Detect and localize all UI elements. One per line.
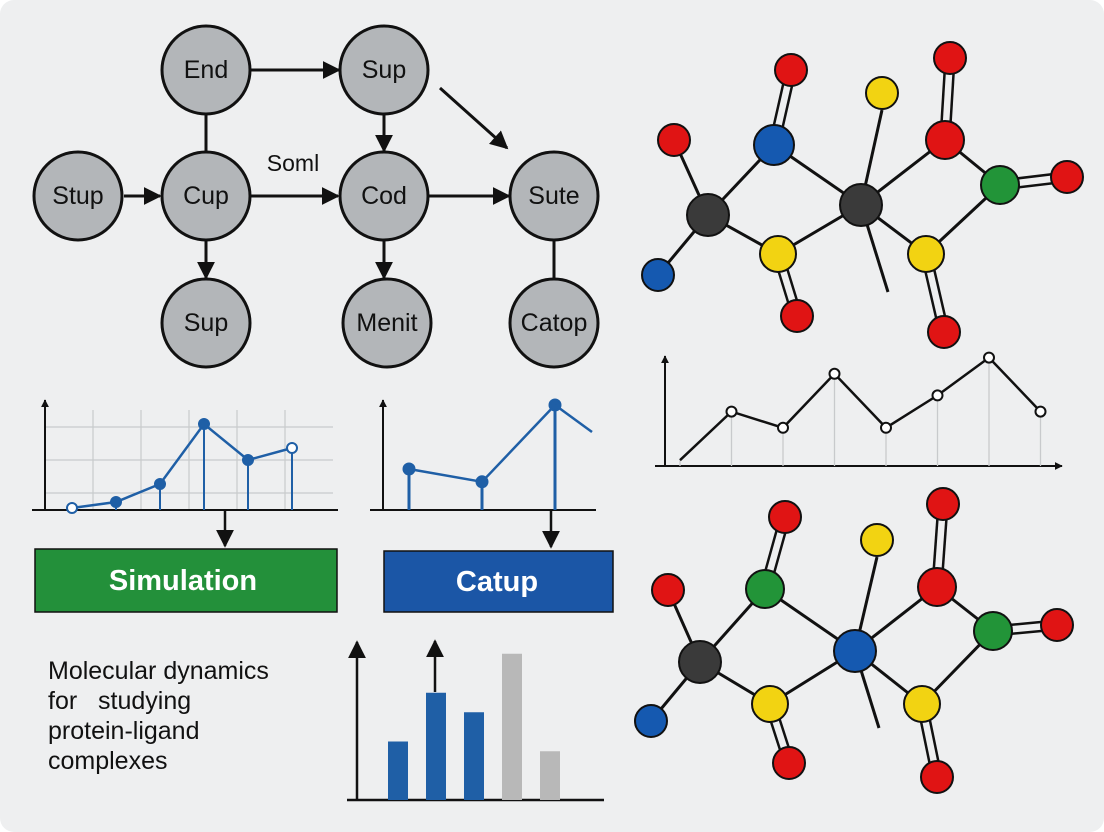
line-chart-3-point-1 bbox=[725, 405, 738, 418]
line-chart-3-point-7 bbox=[1034, 405, 1047, 418]
line-chart-2 bbox=[370, 398, 596, 549]
node-sute: Sute bbox=[508, 150, 600, 242]
molecule-bottom-atom-yellow-4 bbox=[903, 685, 941, 723]
bar-chart-bar-0 bbox=[388, 741, 408, 800]
catup-banner: Catup bbox=[383, 550, 614, 613]
edge-label-soml: Soml bbox=[267, 150, 319, 176]
bar-chart bbox=[347, 639, 604, 802]
line-chart-3-point-4 bbox=[880, 421, 892, 434]
bar-chart-bar-1 bbox=[426, 692, 446, 800]
caption-line-4: complexes bbox=[48, 747, 168, 775]
node-menit: Menit bbox=[341, 277, 433, 369]
node-sup-top-label: Sup bbox=[362, 56, 406, 84]
molecule-top-atom-yellow-4 bbox=[907, 235, 945, 273]
line-chart-1-point-3 bbox=[198, 418, 210, 430]
line-chart-1-grid bbox=[45, 410, 333, 510]
molecule-bottom-atom-red-11 bbox=[926, 487, 960, 521]
line-chart-2-tail bbox=[554, 403, 593, 434]
molecule-bottom-atom-green-1 bbox=[745, 569, 785, 609]
line-chart-1-point-4 bbox=[242, 454, 254, 466]
line-chart-1 bbox=[32, 399, 338, 548]
molecule-bottom-atom-yellow-3 bbox=[751, 685, 789, 723]
molecule-bottom-atom-green-5 bbox=[973, 611, 1013, 651]
molecule-bottom-atom-red-7 bbox=[651, 573, 685, 607]
molecule-top-atom-blue-1 bbox=[753, 124, 795, 166]
line-chart-2-point-0 bbox=[402, 462, 416, 476]
node-cup: Cup bbox=[160, 150, 252, 242]
line-chart-2-marks bbox=[402, 398, 593, 510]
node-sute-label: Sute bbox=[528, 182, 579, 210]
molecule-bottom-atom-red-13 bbox=[772, 746, 806, 780]
molecule-top-atom-red-11 bbox=[933, 41, 967, 75]
simulation-banner: Simulation bbox=[34, 548, 338, 613]
node-end-label: End bbox=[184, 56, 228, 84]
flowchart-edges bbox=[124, 61, 556, 280]
molecule-top-atom-red-6 bbox=[925, 120, 965, 160]
caption-line-3: protein-ligand bbox=[48, 717, 200, 745]
bar-chart-bar-4 bbox=[540, 751, 560, 800]
molecule-top-atom-black-2 bbox=[839, 183, 883, 227]
molecule-bottom-atom-red-12 bbox=[1040, 608, 1074, 642]
node-menit-label: Menit bbox=[356, 309, 417, 337]
line-chart-1-series-line bbox=[71, 422, 293, 510]
node-cod-label: Cod bbox=[361, 182, 407, 210]
node-sup-top: Sup bbox=[338, 24, 430, 116]
flowchart: Soml End Sup Stup Cup Cod Sute Sup bbox=[32, 24, 600, 369]
molecule-top-atom-red-12 bbox=[1050, 160, 1084, 194]
molecule-top-atom-blue-8 bbox=[641, 258, 675, 292]
caption-line-2: for studying bbox=[48, 687, 192, 715]
line-chart-3-point-6 bbox=[983, 351, 995, 364]
line-chart-3-point-5 bbox=[931, 389, 944, 402]
line-chart-1-point-5 bbox=[286, 442, 298, 454]
molecule-bottom-atom-red-14 bbox=[920, 760, 954, 794]
molecule-bottom-atom-red-6 bbox=[917, 567, 957, 607]
line-chart-1-marks bbox=[66, 418, 298, 514]
molecule-bottom-atom-red-9 bbox=[768, 500, 802, 534]
molecule-top-atom-black-0 bbox=[686, 193, 730, 237]
catup-banner-label: Catup bbox=[456, 566, 538, 598]
molecule-bottom-atom-black-0 bbox=[678, 640, 722, 684]
molecule-top-atom-red-7 bbox=[657, 123, 691, 157]
line-chart-2-series-line bbox=[408, 404, 556, 484]
node-cup-label: Cup bbox=[183, 182, 229, 210]
molecule-top-atom-red-9 bbox=[774, 53, 808, 87]
molecule-top-atom-red-13 bbox=[780, 299, 814, 333]
line-chart-3 bbox=[655, 351, 1063, 470]
edge-sup-sute bbox=[438, 86, 509, 150]
line-chart-3-point-3 bbox=[828, 367, 841, 380]
line-chart-1-point-1 bbox=[110, 496, 122, 508]
bar-chart-bar-3 bbox=[502, 653, 522, 800]
line-chart-2-point-1 bbox=[475, 475, 489, 489]
node-sup-bottom-label: Sup bbox=[184, 309, 228, 337]
node-cod: Cod bbox=[338, 150, 430, 242]
node-stup: Stup bbox=[32, 150, 124, 242]
node-catop: Catop bbox=[508, 277, 600, 369]
caption-line-1: Molecular dynamics bbox=[48, 657, 269, 685]
molecule-bottom bbox=[634, 487, 1074, 794]
molecule-bottom-atom-yellow-10 bbox=[860, 523, 894, 557]
line-chart-3-marks bbox=[679, 351, 1047, 466]
simulation-banner-label: Simulation bbox=[109, 565, 257, 597]
molecule-top-atom-green-5 bbox=[980, 165, 1020, 205]
node-stup-label: Stup bbox=[52, 182, 103, 210]
molecule-top bbox=[641, 41, 1084, 349]
line-chart-1-point-0 bbox=[66, 502, 78, 514]
node-end: End bbox=[160, 24, 252, 116]
bar-chart-marks bbox=[388, 653, 560, 800]
molecule-bottom-atom-blue-2 bbox=[833, 629, 877, 673]
node-sup-bottom: Sup bbox=[160, 277, 252, 369]
line-chart-1-point-2 bbox=[154, 478, 166, 490]
line-chart-3-point-2 bbox=[777, 421, 789, 434]
molecule-top-atom-yellow-10 bbox=[865, 76, 899, 110]
line-chart-3-series-line bbox=[679, 355, 1042, 462]
molecule-top-atom-yellow-3 bbox=[759, 235, 797, 273]
molecule-top-atom-red-14 bbox=[927, 315, 961, 349]
bar-chart-bar-2 bbox=[464, 712, 484, 800]
node-catop-label: Catop bbox=[521, 309, 588, 337]
molecule-bottom-atom-blue-8 bbox=[634, 704, 668, 738]
